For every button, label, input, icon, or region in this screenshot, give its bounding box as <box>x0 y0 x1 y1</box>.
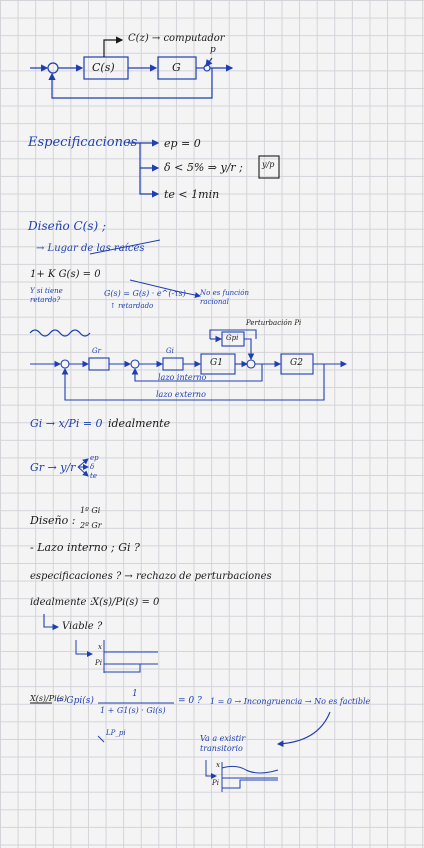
final-frac-den: 1 + G1(s) · Gi(s) <box>100 706 166 715</box>
summing-junction-1 <box>47 62 59 74</box>
spec-item-1: ep = 0 <box>164 137 201 150</box>
strike-through <box>89 239 161 255</box>
gi-ideal: idealmente <box>108 417 171 430</box>
design-step-2: 2º Gr <box>80 521 102 530</box>
block-gi-box <box>162 357 184 371</box>
final-eq-zero: = 0 ? <box>178 696 202 706</box>
scribble <box>29 329 91 337</box>
final-underbrace-label: LP_pi <box>106 729 126 737</box>
spec-question: especificaciones ? → rechazo de perturba… <box>30 571 272 582</box>
final-lhs: X(s)/Pi(s) <box>30 694 68 703</box>
inner-loop-question: - Lazo interno ; Gi ? <box>30 541 140 554</box>
response-plot-1 <box>75 640 158 673</box>
outer-loop-label: lazo externo <box>156 390 206 399</box>
cascade-diagram <box>30 329 348 401</box>
final-frac-num: 1 <box>132 689 138 699</box>
ideal-eq: X(s)/Pi(s) = 0 <box>92 597 160 608</box>
block-gr-box <box>88 357 110 371</box>
char-eq: 1+ K G(s) = 0 <box>30 269 101 280</box>
transient-note: Va a existir transitorio <box>200 734 246 754</box>
final-eq: = Gpi(s) <box>56 696 94 706</box>
perturbation-label: p <box>210 45 216 55</box>
inner-loop-label: lazo interno <box>158 373 207 382</box>
delay-label: ↑ retardado <box>110 302 154 310</box>
viable-arrow <box>43 614 60 631</box>
feedback-diagram-1 <box>30 36 234 99</box>
block-gi-label: Gi <box>166 347 174 355</box>
delay-eq: G(s) = G(s) · e^(-τs) <box>104 289 186 298</box>
plot1-p-label: Pi <box>95 659 102 667</box>
gr-branches <box>77 458 89 477</box>
final-contradiction: 1 = 0 → Incongruencia → No es factible <box>210 697 371 706</box>
ideal-eq-label: idealmente : <box>30 597 94 608</box>
block-gpi-label: Gpi <box>226 334 239 342</box>
delay-question: Y si tiene retardo? <box>30 287 63 305</box>
viable-question: Viable ? <box>62 621 103 632</box>
plant-block-label: G <box>172 61 181 74</box>
design-step-1: 1º Gi <box>80 506 101 515</box>
plot2-x-label: x <box>216 761 220 769</box>
spec-item-2-box: y/p <box>262 160 275 169</box>
gr-branch-delta: δ <box>90 463 95 471</box>
specs-title: Especificaciones <box>28 135 138 150</box>
gr-branch-te: te <box>90 472 97 480</box>
block-g2-label: G2 <box>290 358 303 368</box>
spec-arrows <box>128 139 160 198</box>
spec-box <box>258 155 280 179</box>
design-order-label: Diseño : <box>30 514 76 527</box>
plot2-p-label: Pi <box>212 779 219 787</box>
response-plot-2 <box>205 760 279 792</box>
note-arrow <box>129 279 201 298</box>
perturbation-pi-label: Perturbación Pi <box>246 319 302 327</box>
block-gr-label: Gr <box>92 347 101 355</box>
controller-block-label: C(s) <box>92 61 115 74</box>
gr-definition: Gr → y/r <box>30 461 76 474</box>
spec-item-3: te < 1min <box>164 188 220 201</box>
transient-arrow <box>276 711 331 748</box>
not-rational-note: No es función racional <box>200 289 250 307</box>
gr-branch-ep: ep <box>90 454 99 462</box>
plot1-x-label: x <box>98 643 102 651</box>
block-g1-label: G1 <box>210 358 223 368</box>
gi-definition: Gi → x/Pi = 0 <box>30 417 103 430</box>
design-title: Diseño C(s) ; <box>28 219 107 233</box>
controller-top-label: C(z) → computador <box>128 33 225 44</box>
design-method: → Lugar de las raíces <box>36 243 145 254</box>
spec-item-2: δ < 5% ⇒ y/r ; <box>164 161 243 174</box>
underbrace-mark <box>97 735 105 743</box>
